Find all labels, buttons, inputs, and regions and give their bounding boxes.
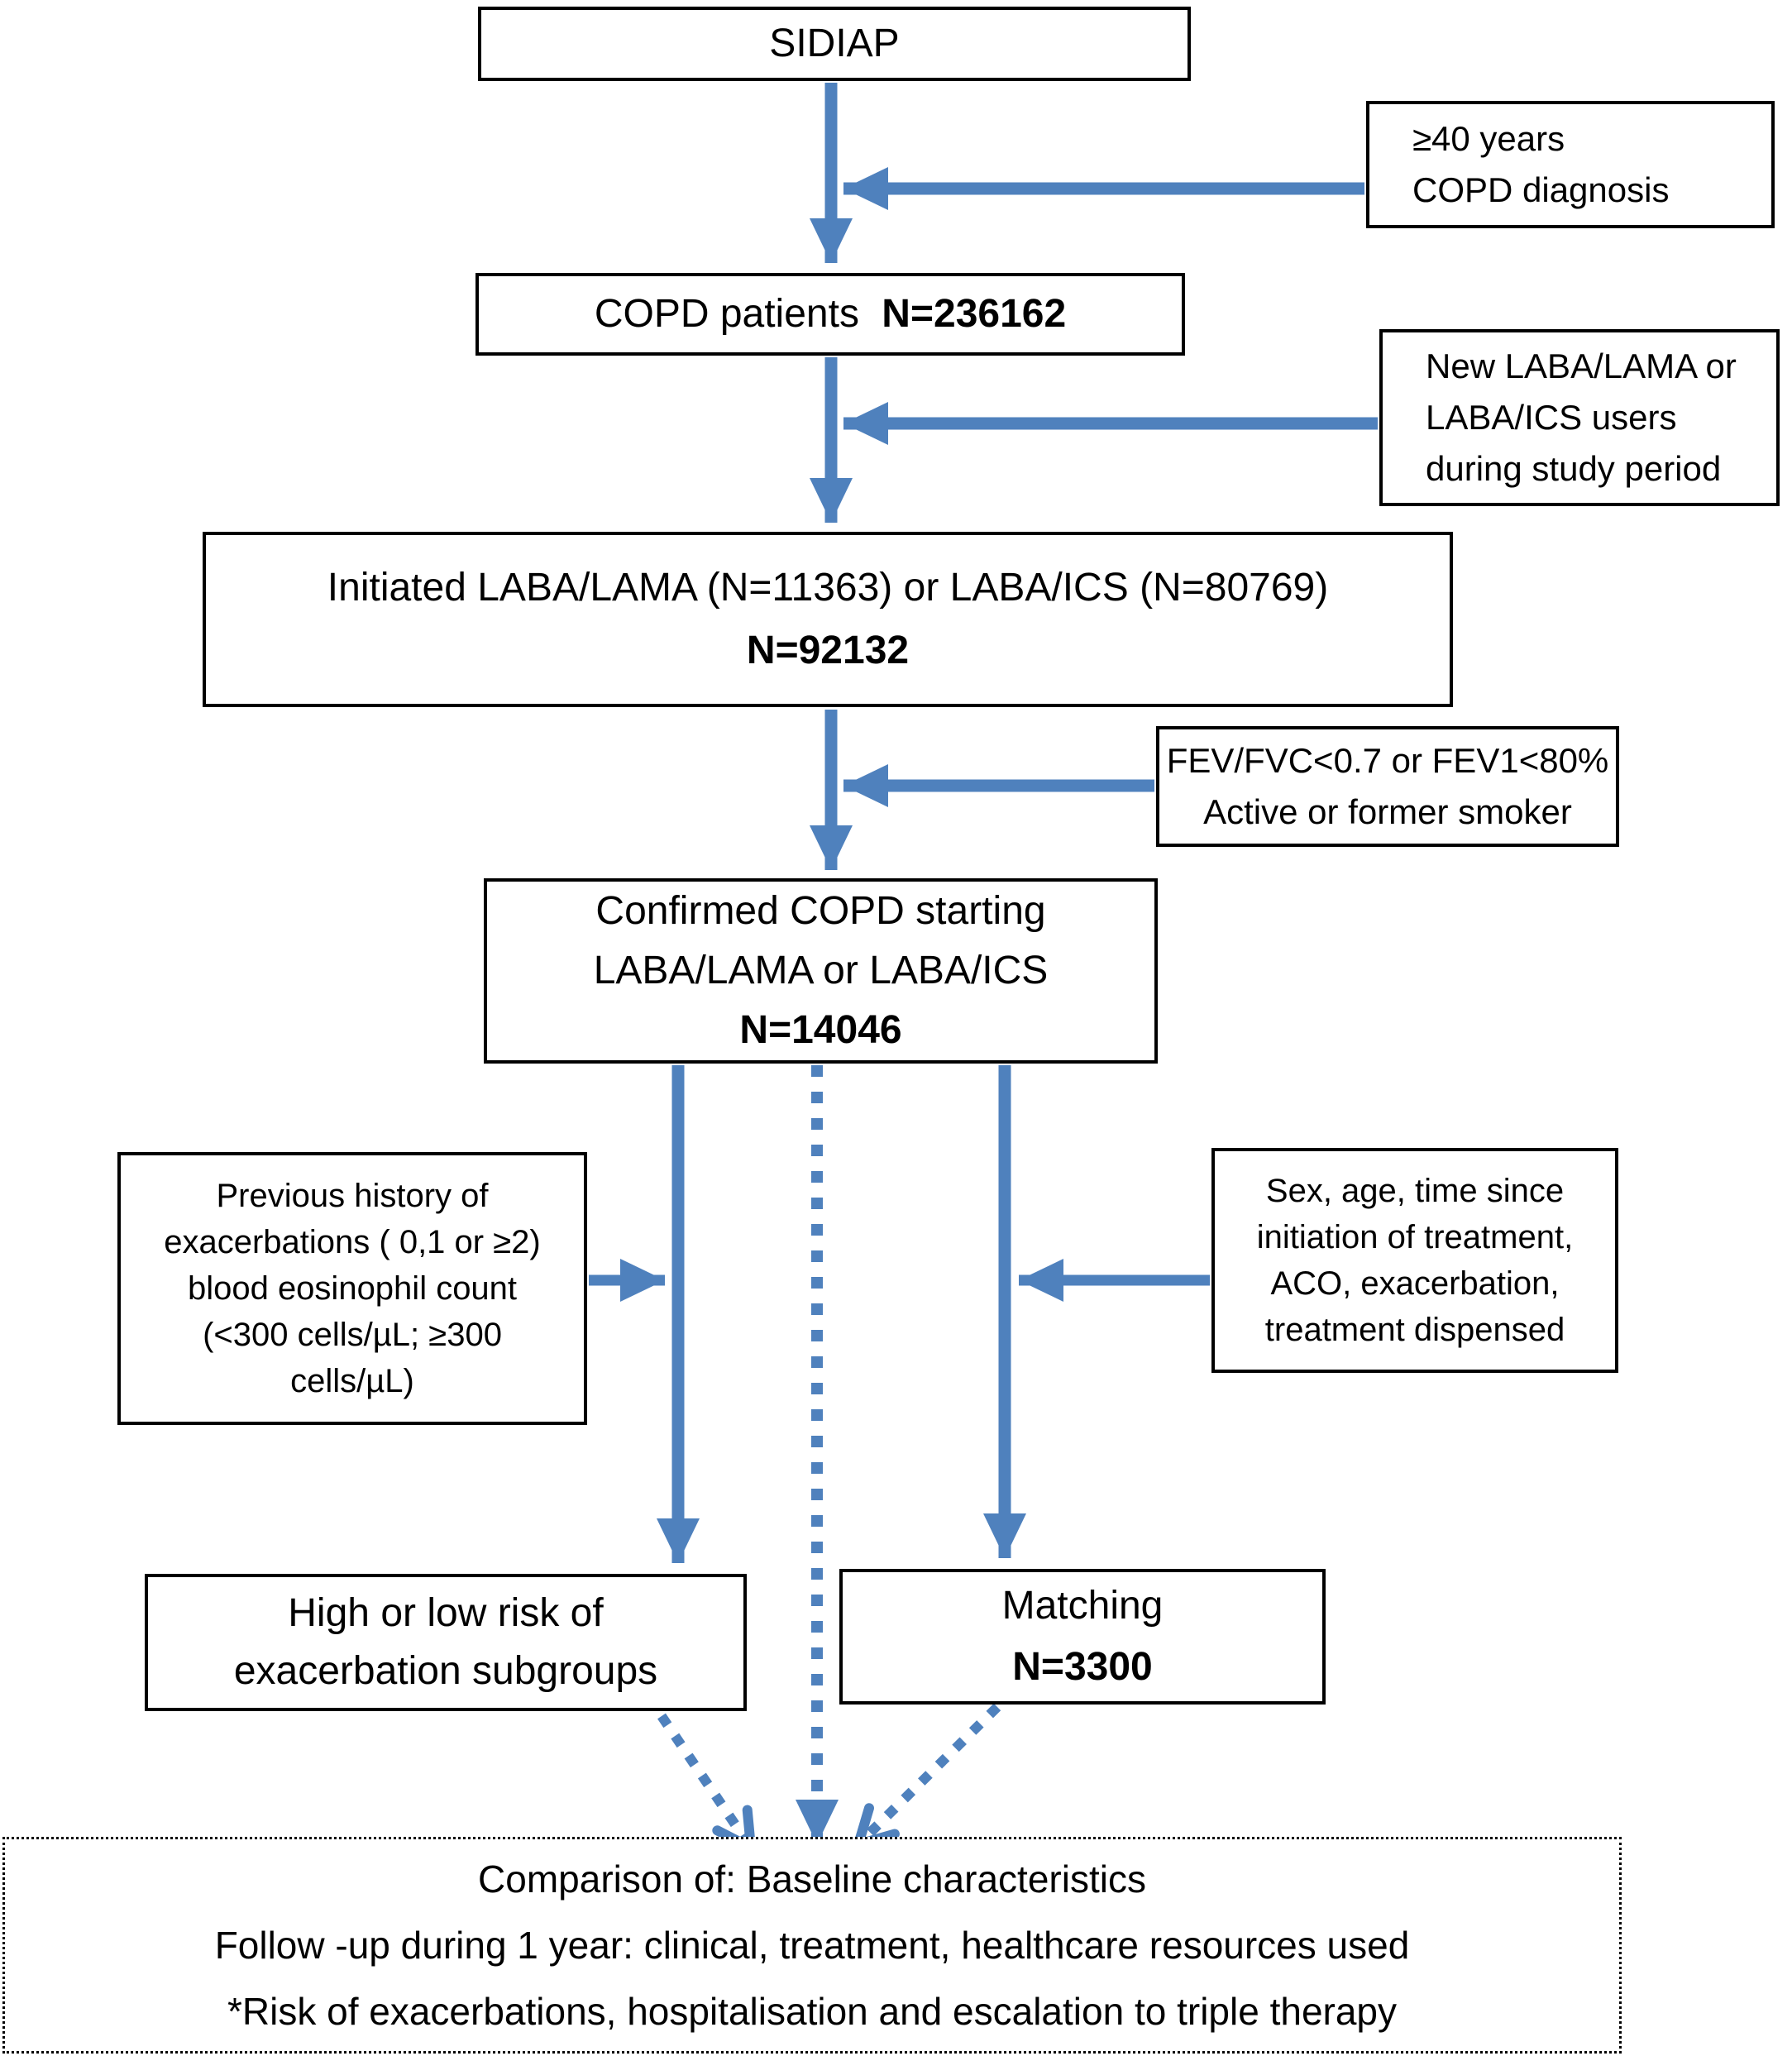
risk-subgroups-line: High or low risk of: [288, 1591, 604, 1635]
copd-patients-line: COPD patients N=236162: [595, 285, 1066, 343]
box-age-criteria: ≥40 years COPD diagnosis: [1366, 101, 1775, 228]
box-confirmed: Confirmed COPD starting LABA/LAMA or LAB…: [484, 878, 1158, 1064]
comparison-line: Comparison of: Baseline characteristics: [478, 1858, 1146, 1901]
exac-history-line: exacerbations ( 0,1 or ≥2): [164, 1224, 541, 1260]
exac-history-line: cells/µL): [290, 1363, 414, 1399]
exac-history-line: blood eosinophil count: [187, 1270, 518, 1307]
box-matching-variables: Sex, age, time since initiation of treat…: [1211, 1148, 1618, 1373]
initiated-line: Initiated LABA/LAMA (N=11363) or LABA/IC…: [327, 566, 1329, 610]
spirometry-criteria-line: Active or former smoker: [1203, 792, 1572, 831]
confirmed-line: LABA/LAMA or LABA/ICS: [593, 949, 1049, 992]
matching-vars-line: initiation of treatment,: [1256, 1219, 1574, 1255]
new-user-criteria-line: during study period: [1426, 449, 1722, 488]
arrow-risk-subgroups-to-comparison-dotted: [657, 1713, 756, 1853]
matching-line: Matching: [1001, 1584, 1164, 1628]
box-spirometry-criteria: FEV/FVC<0.7 or FEV1<80% Active or former…: [1156, 726, 1619, 847]
box-matching: Matching N=3300: [839, 1569, 1326, 1705]
copd-patients-count: N=236162: [882, 292, 1067, 336]
exac-history-line: (<300 cells/µL; ≥300: [203, 1317, 502, 1353]
box-copd-patients: COPD patients N=236162: [475, 273, 1185, 356]
matching-vars-line: ACO, exacerbation,: [1270, 1265, 1560, 1302]
initiated-count: N=92132: [746, 629, 910, 672]
confirmed-count: N=14046: [739, 1008, 902, 1052]
box-exacerbation-history: Previous history of exacerbations ( 0,1 …: [117, 1152, 587, 1425]
arrow-matching-to-comparison-dotted: [853, 1703, 1001, 1849]
copd-patients-label: COPD patients: [594, 292, 859, 336]
new-user-criteria-line: LABA/ICS users: [1426, 398, 1677, 437]
box-initiated: Initiated LABA/LAMA (N=11363) or LABA/IC…: [203, 532, 1453, 707]
box-comparison: Comparison of: Baseline characteristics …: [2, 1837, 1622, 2054]
exac-history-line: Previous history of: [216, 1178, 489, 1214]
spirometry-criteria-line: FEV/FVC<0.7 or FEV1<80%: [1166, 741, 1609, 780]
matching-vars-line: treatment dispensed: [1264, 1312, 1565, 1348]
age-criteria-line: COPD diagnosis: [1412, 170, 1670, 209]
risk-subgroups-line: exacerbation subgroups: [233, 1649, 658, 1693]
confirmed-line: Confirmed COPD starting: [595, 889, 1046, 933]
age-criteria-line: ≥40 years: [1412, 119, 1565, 158]
matching-count: N=3300: [1012, 1645, 1153, 1689]
sidiap-title: SIDIAP: [769, 22, 900, 65]
box-new-user-criteria: New LABA/LAMA or LABA/ICS users during s…: [1379, 329, 1780, 506]
box-sidiap: SIDIAP: [478, 7, 1191, 81]
comparison-line: Follow -up during 1 year: clinical, trea…: [214, 1924, 1410, 1967]
box-risk-subgroups: High or low risk of exacerbation subgrou…: [145, 1574, 747, 1711]
matching-vars-line: Sex, age, time since: [1265, 1173, 1565, 1209]
comparison-line: *Risk of exacerbations, hospitalisation …: [227, 1990, 1398, 2033]
new-user-criteria-line: New LABA/LAMA or: [1426, 347, 1737, 385]
